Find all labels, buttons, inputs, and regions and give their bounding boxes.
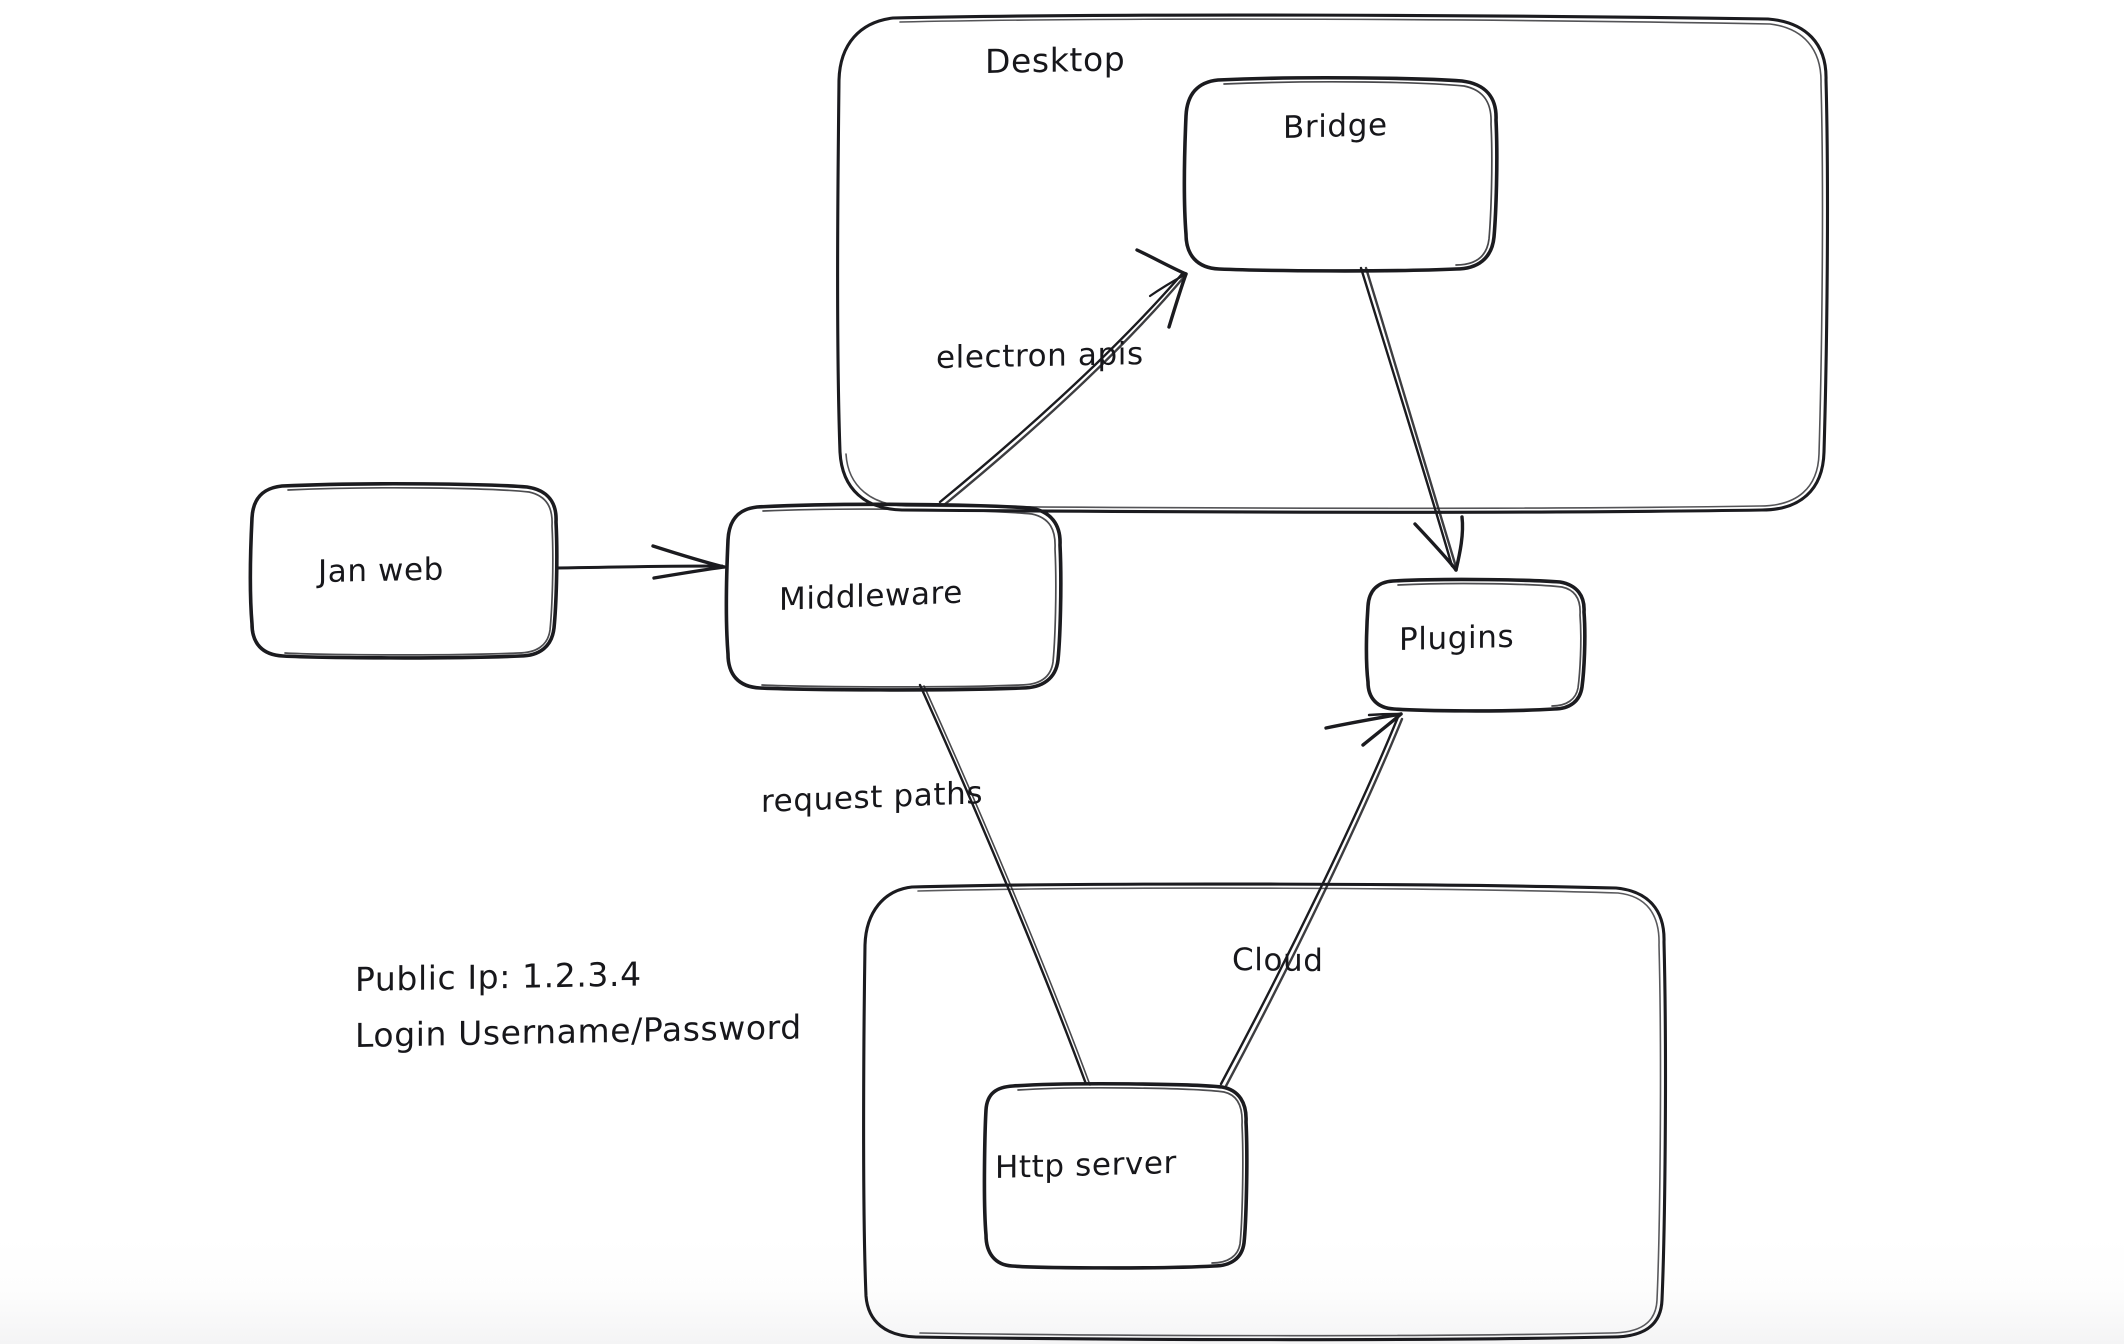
- edge-middleware-to-bridge[interactable]: [938, 248, 1188, 507]
- node-bridge-shape[interactable]: [1182, 75, 1499, 273]
- node-plugins-shape[interactable]: [1364, 577, 1587, 713]
- node-label-middleware: Middleware: [779, 574, 963, 618]
- edge-label-electron-apis: electron apis: [936, 336, 1144, 376]
- edge-label-cloud: Cloud: [1232, 942, 1324, 980]
- node-label-plugins: Plugins: [1399, 618, 1515, 658]
- edge-bridge-to-plugins[interactable]: [1359, 266, 1465, 572]
- node-label-http-server: Http server: [995, 1144, 1177, 1186]
- node-label-jan-web: Jan web: [318, 551, 444, 590]
- group-cloud-frame[interactable]: [862, 882, 1668, 1342]
- group-desktop-frame[interactable]: [836, 13, 1830, 514]
- edge-middleware-to-httpserver[interactable]: [918, 683, 1091, 1086]
- group-label-desktop: Desktop: [985, 39, 1126, 81]
- node-http-server-shape[interactable]: [982, 1081, 1249, 1270]
- node-label-bridge: Bridge: [1283, 107, 1388, 146]
- node-middleware-shape[interactable]: [724, 502, 1063, 692]
- note-login-credentials: Login Username/Password: [355, 1007, 802, 1055]
- node-jan-web-shape[interactable]: [248, 481, 559, 660]
- note-public-ip: Public Ip: 1.2.3.4: [355, 954, 642, 999]
- edge-janweb-to-middleware[interactable]: [555, 544, 726, 580]
- edge-httpserver-to-plugins[interactable]: [1219, 712, 1404, 1088]
